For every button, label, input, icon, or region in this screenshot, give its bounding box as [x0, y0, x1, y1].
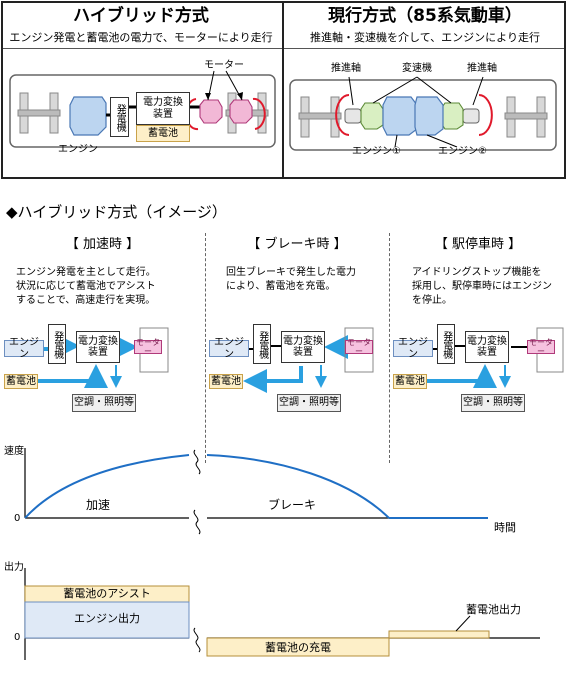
hybrid-title: ハイブリッド方式: [73, 6, 209, 26]
hybrid-subtitle-rule: [3, 48, 282, 49]
phase-stop-flow-arrows: [427, 327, 564, 388]
output-zero-label: 0: [14, 632, 21, 643]
phase-brake-converter: 電力変換装置: [281, 331, 325, 363]
phase-stop-battery: 蓄電池: [393, 374, 427, 389]
phase-stop-aux: 空調・照明等: [461, 394, 525, 412]
speed-ylabel: 速度: [4, 446, 24, 457]
phase-accel-generator: 発電機: [48, 324, 66, 364]
current-transmission-label: 変速機: [402, 63, 432, 74]
speed-zero-label: 0: [14, 513, 21, 524]
phase-stop-desc-1: アイドリングストップ機能を: [412, 267, 542, 278]
phase-accel-title: 【 加速時 】: [65, 237, 140, 252]
hybrid-motor-label: モーター: [204, 60, 244, 71]
phase-accel-aux: 空調・照明等: [72, 394, 136, 412]
current-subtitle: 推進軸・変速機を介して、エンジンにより走行: [310, 31, 540, 44]
phase-brake-generator: 発電機: [253, 324, 271, 364]
current-transmission-left: [360, 102, 384, 130]
current-transmission-right: [440, 102, 464, 130]
phase-stop-motor: モーター: [527, 337, 555, 356]
phase-accel-battery: 蓄電池: [4, 374, 38, 389]
phase-accel-desc-2: 状況に応じて蓄電池でアシスト: [16, 281, 156, 292]
current-car-outline: [289, 79, 557, 151]
speed-accel-label: 加速: [86, 498, 111, 512]
speed-break-top: [193, 449, 201, 475]
phase-accel-flow-arrows: [38, 327, 169, 388]
phase-brake-battery: 蓄電池: [209, 374, 243, 389]
hybrid-subtitle: エンジン発電と蓄電池の電力で、モーターにより走行: [9, 31, 273, 44]
phase-accel-desc-1: エンジン発電を主として走行。: [16, 267, 156, 278]
output-charge-label: 蓄電池の充電: [265, 641, 331, 654]
panel-divider: [282, 1, 284, 179]
phase-divider-1: [205, 233, 206, 463]
output-chart: [24, 568, 540, 660]
phase-stop-converter: 電力変換装置: [465, 331, 509, 363]
section-heading: ◆ハイブリッド方式（イメージ）: [6, 203, 227, 221]
output-bar-engine: [24, 601, 190, 639]
phase-stop-desc-2: 採用し、駅停車時にはエンジン: [412, 281, 552, 292]
current-train-diagram: [289, 76, 557, 151]
hybrid-motor-left: [199, 99, 223, 124]
phase-stop-title: 【 駅停車時 】: [434, 237, 522, 252]
hybrid-generator-box: 発電機: [110, 97, 129, 137]
current-engine-1: [382, 96, 418, 136]
current-title: 現行方式（85系気動車）: [328, 6, 522, 26]
current-shaft-left-label: 推進軸: [331, 63, 361, 74]
speed-brake-label: ブレーキ: [268, 498, 317, 512]
phase-accel-engine: エンジン: [4, 337, 44, 360]
current-shaft-right-label: 推進軸: [467, 63, 497, 74]
phase-brake-title: 【 ブレーキ時 】: [247, 237, 347, 252]
phase-accel-desc-3: することで、高速走行を実現。: [16, 295, 156, 306]
output-assist-label: 蓄電池のアシスト: [63, 587, 151, 600]
phase-brake-desc-1: 回生ブレーキで発生した電力: [226, 267, 356, 278]
speed-chart: [24, 448, 488, 535]
speed-break-bottom: [193, 509, 201, 535]
hybrid-engine-shape: [69, 96, 107, 136]
phase-brake-desc-2: により、蓄電池を充電。: [226, 281, 336, 292]
phase-accel-motor: モーター: [134, 337, 162, 356]
phase-divider-2: [389, 233, 390, 463]
current-engine-2: [414, 96, 444, 136]
hybrid-battery-box: 蓄電池: [136, 125, 190, 142]
output-engine-label: エンジン出力: [74, 612, 140, 625]
output-bar-charge: [206, 637, 390, 657]
current-engine1-label: エンジン①: [352, 146, 401, 157]
phase-stop-engine: エンジン: [393, 337, 433, 360]
phase-brake-motor: モーター: [345, 337, 373, 356]
output-break: [193, 627, 201, 653]
phase-brake-aux: 空調・照明等: [277, 394, 341, 412]
current-engine2-label: エンジン②: [438, 146, 487, 157]
hybrid-converter-box: 電力変換装置: [136, 92, 190, 125]
phase-stop-generator: 発電機: [437, 324, 455, 364]
hybrid-car-outline: [9, 74, 276, 148]
hybrid-engine-label: エンジン: [58, 144, 98, 155]
hybrid-train-diagram: [9, 70, 276, 148]
output-bar-battery: [388, 630, 490, 639]
output-battery-label: 蓄電池出力: [466, 603, 521, 616]
phase-stop-desc-3: を停止。: [412, 295, 452, 306]
current-subtitle-rule: [284, 48, 564, 49]
phase-brake-engine: エンジン: [209, 337, 249, 360]
speed-curve-accel: [24, 454, 190, 519]
output-ylabel: 出力: [4, 562, 24, 573]
output-battery-callout: [455, 615, 471, 632]
phase-accel-converter: 電力変換装置: [76, 331, 120, 363]
speed-curve-brake: [206, 454, 390, 519]
hybrid-motor-right: [229, 99, 253, 124]
speed-xlabel: 時間: [494, 521, 516, 534]
